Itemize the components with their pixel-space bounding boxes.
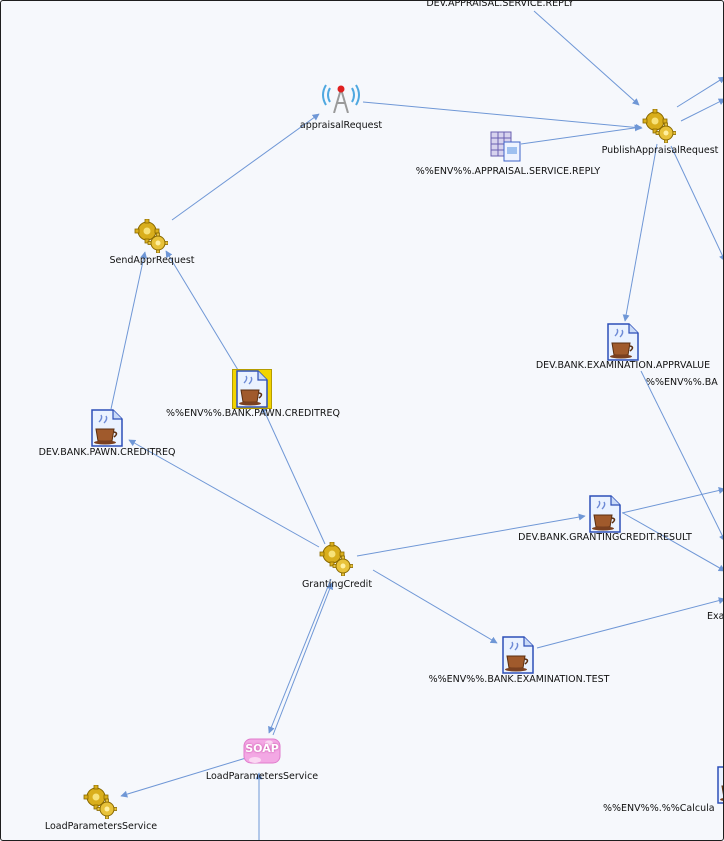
java-document-icon [589, 495, 621, 533]
java-doc-node[interactable] [715, 766, 723, 808]
node-granting-credit-label: GrantingCredit [301, 579, 373, 590]
gear-node[interactable] [642, 108, 677, 147]
node-pawn-label: DEV.BANK.PAWN.CREDITREQ [38, 447, 176, 458]
edge-arrow [110, 251, 148, 410]
java-doc-node[interactable] [587, 495, 623, 537]
edge-arrow [520, 124, 642, 145]
edge-arrow [640, 370, 723, 542]
node-env-pawn-label: %%ENV%%.BANK.PAWN.CREDITREQ [166, 408, 340, 419]
node-granting-result-label: DEV.BANK.GRANTINGCREDIT.RESULT [518, 532, 692, 543]
gear-node[interactable] [134, 218, 169, 257]
edge-arrow [128, 439, 320, 548]
edge-arrow [362, 101, 643, 131]
node-env-test-label: %%ENV%%.BANK.EXAMINATION.TEST [428, 674, 610, 685]
edge-arrow [165, 250, 239, 371]
edge-arrow [621, 487, 723, 514]
soap-icon [243, 738, 281, 764]
soap-service-node[interactable]: SOAP [241, 735, 283, 767]
gear-icon [319, 541, 354, 577]
edge-arrow [356, 513, 586, 557]
edge-arrow [372, 569, 498, 644]
node-publish-appraisal-label: PublishAppraisalRequest [601, 145, 719, 156]
java-doc-node[interactable] [89, 409, 125, 451]
java-document-icon [502, 636, 534, 674]
radio-tower-icon [322, 84, 360, 114]
node-env-appraisal-reply-label: %%ENV%%.APPRAISAL.SERVICE.REPLY [415, 166, 601, 177]
gear-icon [642, 108, 677, 144]
edge-arrow [533, 10, 640, 106]
node-gear-load-label: LoadParametersService [44, 821, 158, 832]
node-appraisal-request-label: appraisalRequest [299, 120, 383, 131]
node-env-ba-label: %%ENV%%.BA [646, 377, 718, 388]
soap-text: SOAP [245, 742, 279, 755]
edge-arrow [120, 757, 247, 798]
edge-arrow [272, 582, 333, 736]
edge-arrow [536, 597, 723, 649]
edge-arrow [680, 98, 723, 122]
gear-node[interactable] [319, 541, 354, 580]
node-exa-label: Exa [707, 611, 724, 622]
edge-arrow [171, 113, 320, 221]
edge-arrow [676, 76, 723, 108]
java-document-icon [236, 370, 268, 408]
gear-icon [134, 218, 169, 254]
node-apprvalue-label: DEV.BANK.EXAMINATION.APPRVALUE [535, 360, 711, 371]
table-node[interactable] [490, 130, 524, 168]
radio-tower-node[interactable] [319, 79, 363, 117]
node-appraisal-reply-top-label: DEV.APPRAISAL.SERVICE.REPLY [426, 0, 574, 9]
java-document-icon [607, 323, 639, 361]
java-document-icon [717, 766, 723, 804]
java-doc-node[interactable] [605, 323, 641, 365]
edge-arrow [670, 145, 723, 262]
node-env-calc-label: %%ENV%%.%%Calcula [603, 803, 715, 814]
edge-arrow [622, 143, 658, 322]
node-send-appr-label: SendApprRequest [109, 255, 195, 266]
node-soap-load-label: LoadParametersService [205, 771, 319, 782]
table-icon [490, 131, 521, 162]
java-document-icon [91, 409, 123, 447]
edge-arrow [268, 578, 332, 734]
java-doc-node[interactable] [500, 636, 536, 678]
edge-arrow [622, 512, 723, 572]
edge-arrow [261, 405, 326, 545]
gear-icon [83, 784, 118, 820]
gear-node[interactable] [83, 784, 118, 823]
selected-java-doc-node[interactable] [232, 369, 272, 409]
